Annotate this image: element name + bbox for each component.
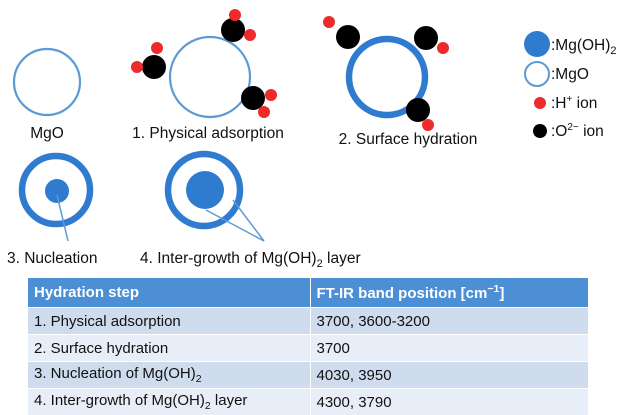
o-ion <box>221 18 245 42</box>
table-row: 1. Physical adsorption 3700, 3600-3200 <box>28 308 588 335</box>
legend-h-ion-label: :H+ ion <box>551 94 597 112</box>
label-intergrowth: 4. Inter-growth of Mg(OH)2 layer <box>140 250 361 270</box>
h-ion <box>229 9 241 21</box>
legend-o-sup: 2− <box>567 122 579 133</box>
pointer-line <box>233 200 264 241</box>
legend-o-text: :O <box>551 123 567 140</box>
water-molecule <box>241 86 277 118</box>
label-nucleation: 3. Nucleation <box>7 250 97 267</box>
step-cell: 2. Surface hydration <box>28 335 310 362</box>
legend-mgoh2-text: :Mg(OH) <box>551 37 610 54</box>
table-row: 2. Surface hydration 3700 <box>28 335 588 362</box>
h-ion <box>244 29 256 41</box>
legend-mgoh2-swatch <box>524 31 550 57</box>
h-ion <box>265 89 277 101</box>
label-surface-hydration: 2. Surface hydration <box>339 131 478 148</box>
hydroxyl-group <box>406 98 434 131</box>
band-cell: 4030, 3950 <box>310 362 588 389</box>
legend: :Mg(OH)2 :MgO :H+ ion :O2− ion <box>524 31 617 140</box>
mgoh2-nucleus <box>45 179 69 203</box>
legend-h-suffix: ion <box>572 95 597 112</box>
step-subscript: 2 <box>196 373 202 385</box>
h-ion <box>323 16 335 28</box>
legend-o-ion-swatch <box>533 124 547 138</box>
o-ion <box>142 55 166 79</box>
pointer-line <box>57 195 68 241</box>
mgo-particle <box>14 49 80 115</box>
water-molecule <box>221 9 256 42</box>
intergrowth-suffix: layer <box>323 250 361 267</box>
legend-mgoh2-sub: 2 <box>610 45 616 57</box>
band-cell: 3700, 3600-3200 <box>310 308 588 335</box>
h-ion <box>151 42 163 54</box>
water-molecule <box>131 42 166 79</box>
h-ion <box>437 42 449 54</box>
h-ion <box>131 61 143 73</box>
band-cell: 4300, 3790 <box>310 389 588 415</box>
step-cell: 1. Physical adsorption <box>28 308 310 335</box>
header-ftir-sup: −1 <box>487 283 499 295</box>
table-row: 3. Nucleation of Mg(OH)2 4030, 3950 <box>28 362 588 389</box>
hydroxyl-group <box>414 26 449 54</box>
band-cell: 3700 <box>310 335 588 362</box>
step-text: 4. Inter-growth of Mg(OH) <box>34 392 205 409</box>
header-ftir-suffix: ] <box>499 285 504 302</box>
h-ion <box>258 106 270 118</box>
o-ion <box>414 26 438 50</box>
header-ftir-band: FT-IR band position [cm−1] <box>310 278 588 308</box>
o-ion <box>241 86 265 110</box>
ftir-table: Hydration step FT-IR band position [cm−1… <box>28 278 588 415</box>
legend-mgo-label: :MgO <box>551 66 589 83</box>
table-row: 4. Inter-growth of Mg(OH)2 layer 4300, 3… <box>28 389 588 415</box>
legend-h-ion-swatch <box>534 97 546 109</box>
h-ion <box>422 119 434 131</box>
mgo-particle-adsorption <box>170 37 250 117</box>
legend-o-suffix: ion <box>579 123 604 140</box>
legend-h-text: :H <box>551 95 567 112</box>
step-cell: 4. Inter-growth of Mg(OH)2 layer <box>28 389 310 415</box>
label-mgo: MgO <box>30 125 64 142</box>
label-physical-adsorption: 1. Physical adsorption <box>132 125 284 142</box>
step-suffix: layer <box>211 392 248 409</box>
hydroxyl-group <box>323 16 360 49</box>
header-hydration-step: Hydration step <box>28 278 310 308</box>
step-text: 3. Nucleation of Mg(OH) <box>34 365 196 382</box>
intergrowth-main: 4. Inter-growth of Mg(OH) <box>140 250 317 267</box>
step-cell: 3. Nucleation of Mg(OH)2 <box>28 362 310 389</box>
legend-mgo-swatch <box>525 62 549 86</box>
mgoh2-core <box>186 171 224 209</box>
table-header-row: Hydration step FT-IR band position [cm−1… <box>28 278 588 308</box>
o-ion <box>406 98 430 122</box>
o-ion <box>336 25 360 49</box>
legend-mgoh2-label: :Mg(OH)2 <box>551 37 617 57</box>
header-ftir-text: FT-IR band position [cm <box>317 285 488 302</box>
legend-o-ion-label: :O2− ion <box>551 122 604 140</box>
